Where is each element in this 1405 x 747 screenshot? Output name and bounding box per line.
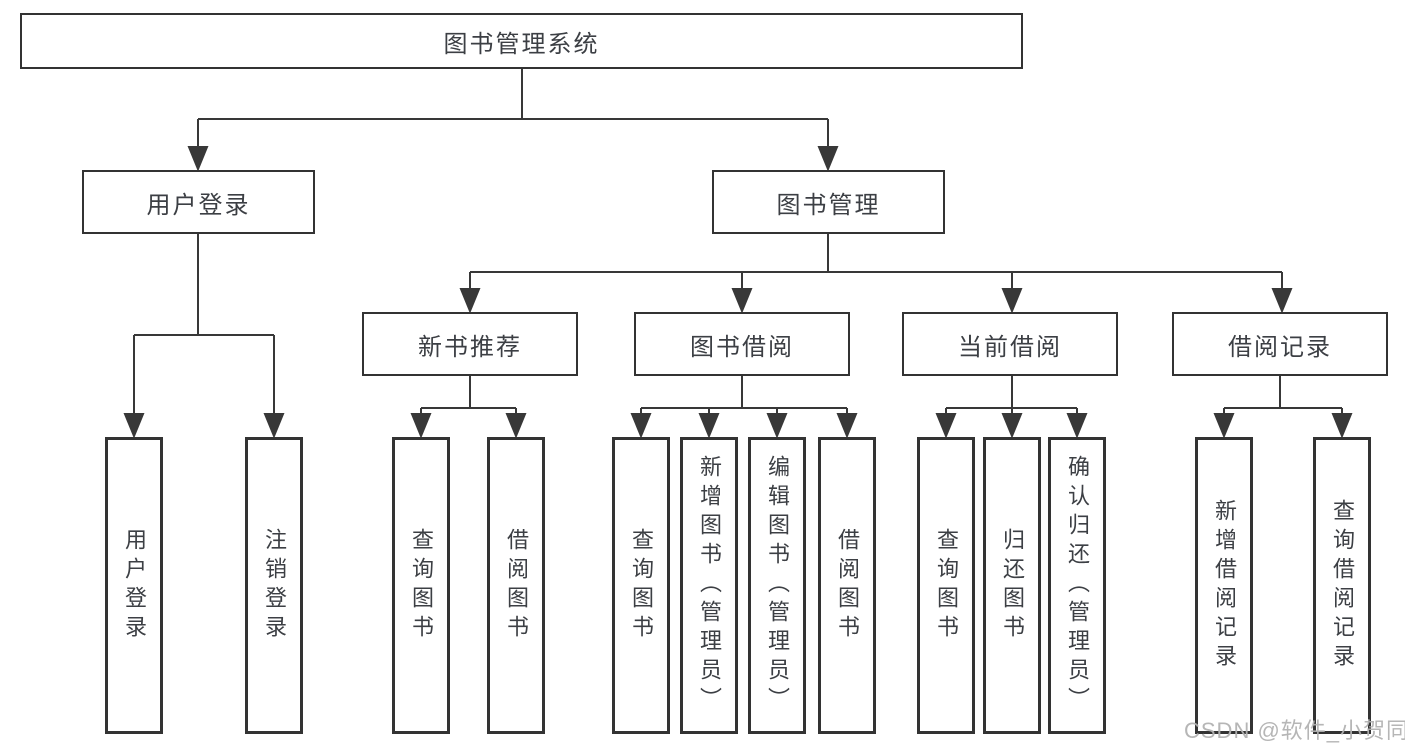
node-label: 借阅图书 (835, 527, 860, 644)
connector-root-to-level2 (187, 69, 839, 172)
node-label: 注销登录 (262, 527, 287, 644)
node-label: 新增图书（管理员） (697, 455, 722, 716)
arrowhead (935, 413, 957, 439)
arrowhead (731, 288, 753, 314)
arrowhead (836, 413, 858, 439)
connector-new-book-recommend-children (410, 375, 527, 439)
node-label: 查询图书 (409, 527, 434, 644)
leaf-confirm-return-admin: 确认归还（管理员） (1048, 437, 1106, 734)
leaf-user-login: 用户登录 (105, 437, 163, 734)
arrowhead (630, 413, 652, 439)
leaf-add-borrow-record: 新增借阅记录 (1195, 437, 1253, 734)
leaf-query-books-current: 查询图书 (917, 437, 975, 734)
arrowhead (1001, 288, 1023, 314)
arrowhead (459, 288, 481, 314)
leaf-return-book: 归还图书 (983, 437, 1041, 734)
leaf-borrow-books: 借阅图书 (818, 437, 876, 734)
arrowhead (410, 413, 432, 439)
csdn-watermark: CSDN @软件_小贺同学 (1184, 718, 1405, 743)
node-library-management-system: 图书管理系统 (20, 13, 1023, 69)
connector-borrow-records-children (1213, 375, 1353, 439)
leaf-edit-book-admin: 编辑图书（管理员） (748, 437, 806, 734)
node-new-book-recommend: 新书推荐 (362, 312, 578, 376)
node-label: 借阅图书 (504, 527, 529, 644)
arrowhead (817, 146, 839, 172)
node-label: 归还图书 (1000, 527, 1025, 644)
leaf-query-books-borrow: 查询图书 (612, 437, 670, 734)
node-current-borrow: 当前借阅 (902, 312, 1118, 376)
node-label: 新书推荐 (418, 333, 522, 361)
node-label: 确认归还（管理员） (1065, 455, 1090, 716)
node-label: 查询图书 (629, 527, 654, 644)
node-label: 新增借阅记录 (1212, 498, 1237, 673)
arrowhead (123, 413, 145, 439)
leaf-query-borrow-record: 查询借阅记录 (1313, 437, 1371, 734)
node-label: 查询图书 (934, 527, 959, 644)
connector-current-borrow-children (935, 375, 1088, 439)
node-label: 用户登录 (146, 191, 251, 219)
node-label: 查询借阅记录 (1330, 498, 1355, 673)
arrowhead (766, 413, 788, 439)
arrowhead (1331, 413, 1353, 439)
arrowhead (263, 413, 285, 439)
node-label: 当前借阅 (958, 333, 1062, 361)
node-book-borrow: 图书借阅 (634, 312, 850, 376)
node-book-management: 图书管理 (712, 170, 945, 234)
connector-user-login-children (123, 234, 285, 439)
arrowhead (505, 413, 527, 439)
arrowhead (1271, 288, 1293, 314)
node-label: 用户登录 (122, 527, 147, 644)
leaf-query-books-recommend: 查询图书 (392, 437, 450, 734)
arrowhead (698, 413, 720, 439)
node-label: 借阅记录 (1228, 333, 1332, 361)
node-label: 图书管理系统 (443, 30, 600, 58)
arrowhead (1001, 413, 1023, 439)
node-user-login: 用户登录 (82, 170, 315, 234)
arrowhead (1066, 413, 1088, 439)
node-label: 图书借阅 (690, 333, 794, 361)
leaf-add-book-admin: 新增图书（管理员） (680, 437, 738, 734)
arrowhead (1213, 413, 1235, 439)
arrowhead (187, 146, 209, 172)
connector-book-management-children (459, 234, 1293, 314)
connector-book-borrow-children (630, 375, 858, 439)
leaf-logout: 注销登录 (245, 437, 303, 734)
node-borrow-records: 借阅记录 (1172, 312, 1388, 376)
leaf-borrow-books-recommend: 借阅图书 (487, 437, 545, 734)
node-label: 图书管理 (776, 191, 881, 219)
node-label: 编辑图书（管理员） (765, 455, 790, 716)
